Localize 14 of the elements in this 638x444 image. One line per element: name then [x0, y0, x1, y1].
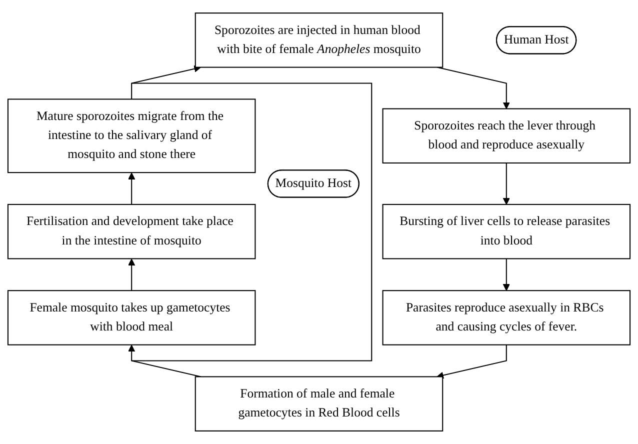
arrow — [128, 172, 136, 204]
node-box: Bursting of liver cells to release parasites into blood — [382, 204, 631, 260]
arrow — [502, 162, 510, 205]
arrow — [128, 258, 136, 291]
node-box: Sporozoites reach the lever through blood and reproduce asexually — [382, 108, 631, 164]
arrow — [436, 344, 507, 379]
node-box: Formation of male and female gametocytes in Red Blood cells — [194, 376, 444, 432]
node-box: Parasites reproduce asexually in RBCs and causing cycles of fever. — [382, 290, 631, 346]
node-box: Female mosquito takes up gametocytes with blood meal — [7, 290, 256, 346]
arrow — [131, 65, 201, 100]
node-box: Mature sporozoites migrate from the intestine to the salivary gland of mosquito and stone there — [7, 98, 256, 174]
arrow — [502, 258, 510, 291]
node-box: Sporozoites are injected in human blood with bite of female Anopheles mosquito — [194, 12, 444, 68]
node-box: Fertilisation and development take place in the intestine of mosquito — [7, 204, 256, 260]
